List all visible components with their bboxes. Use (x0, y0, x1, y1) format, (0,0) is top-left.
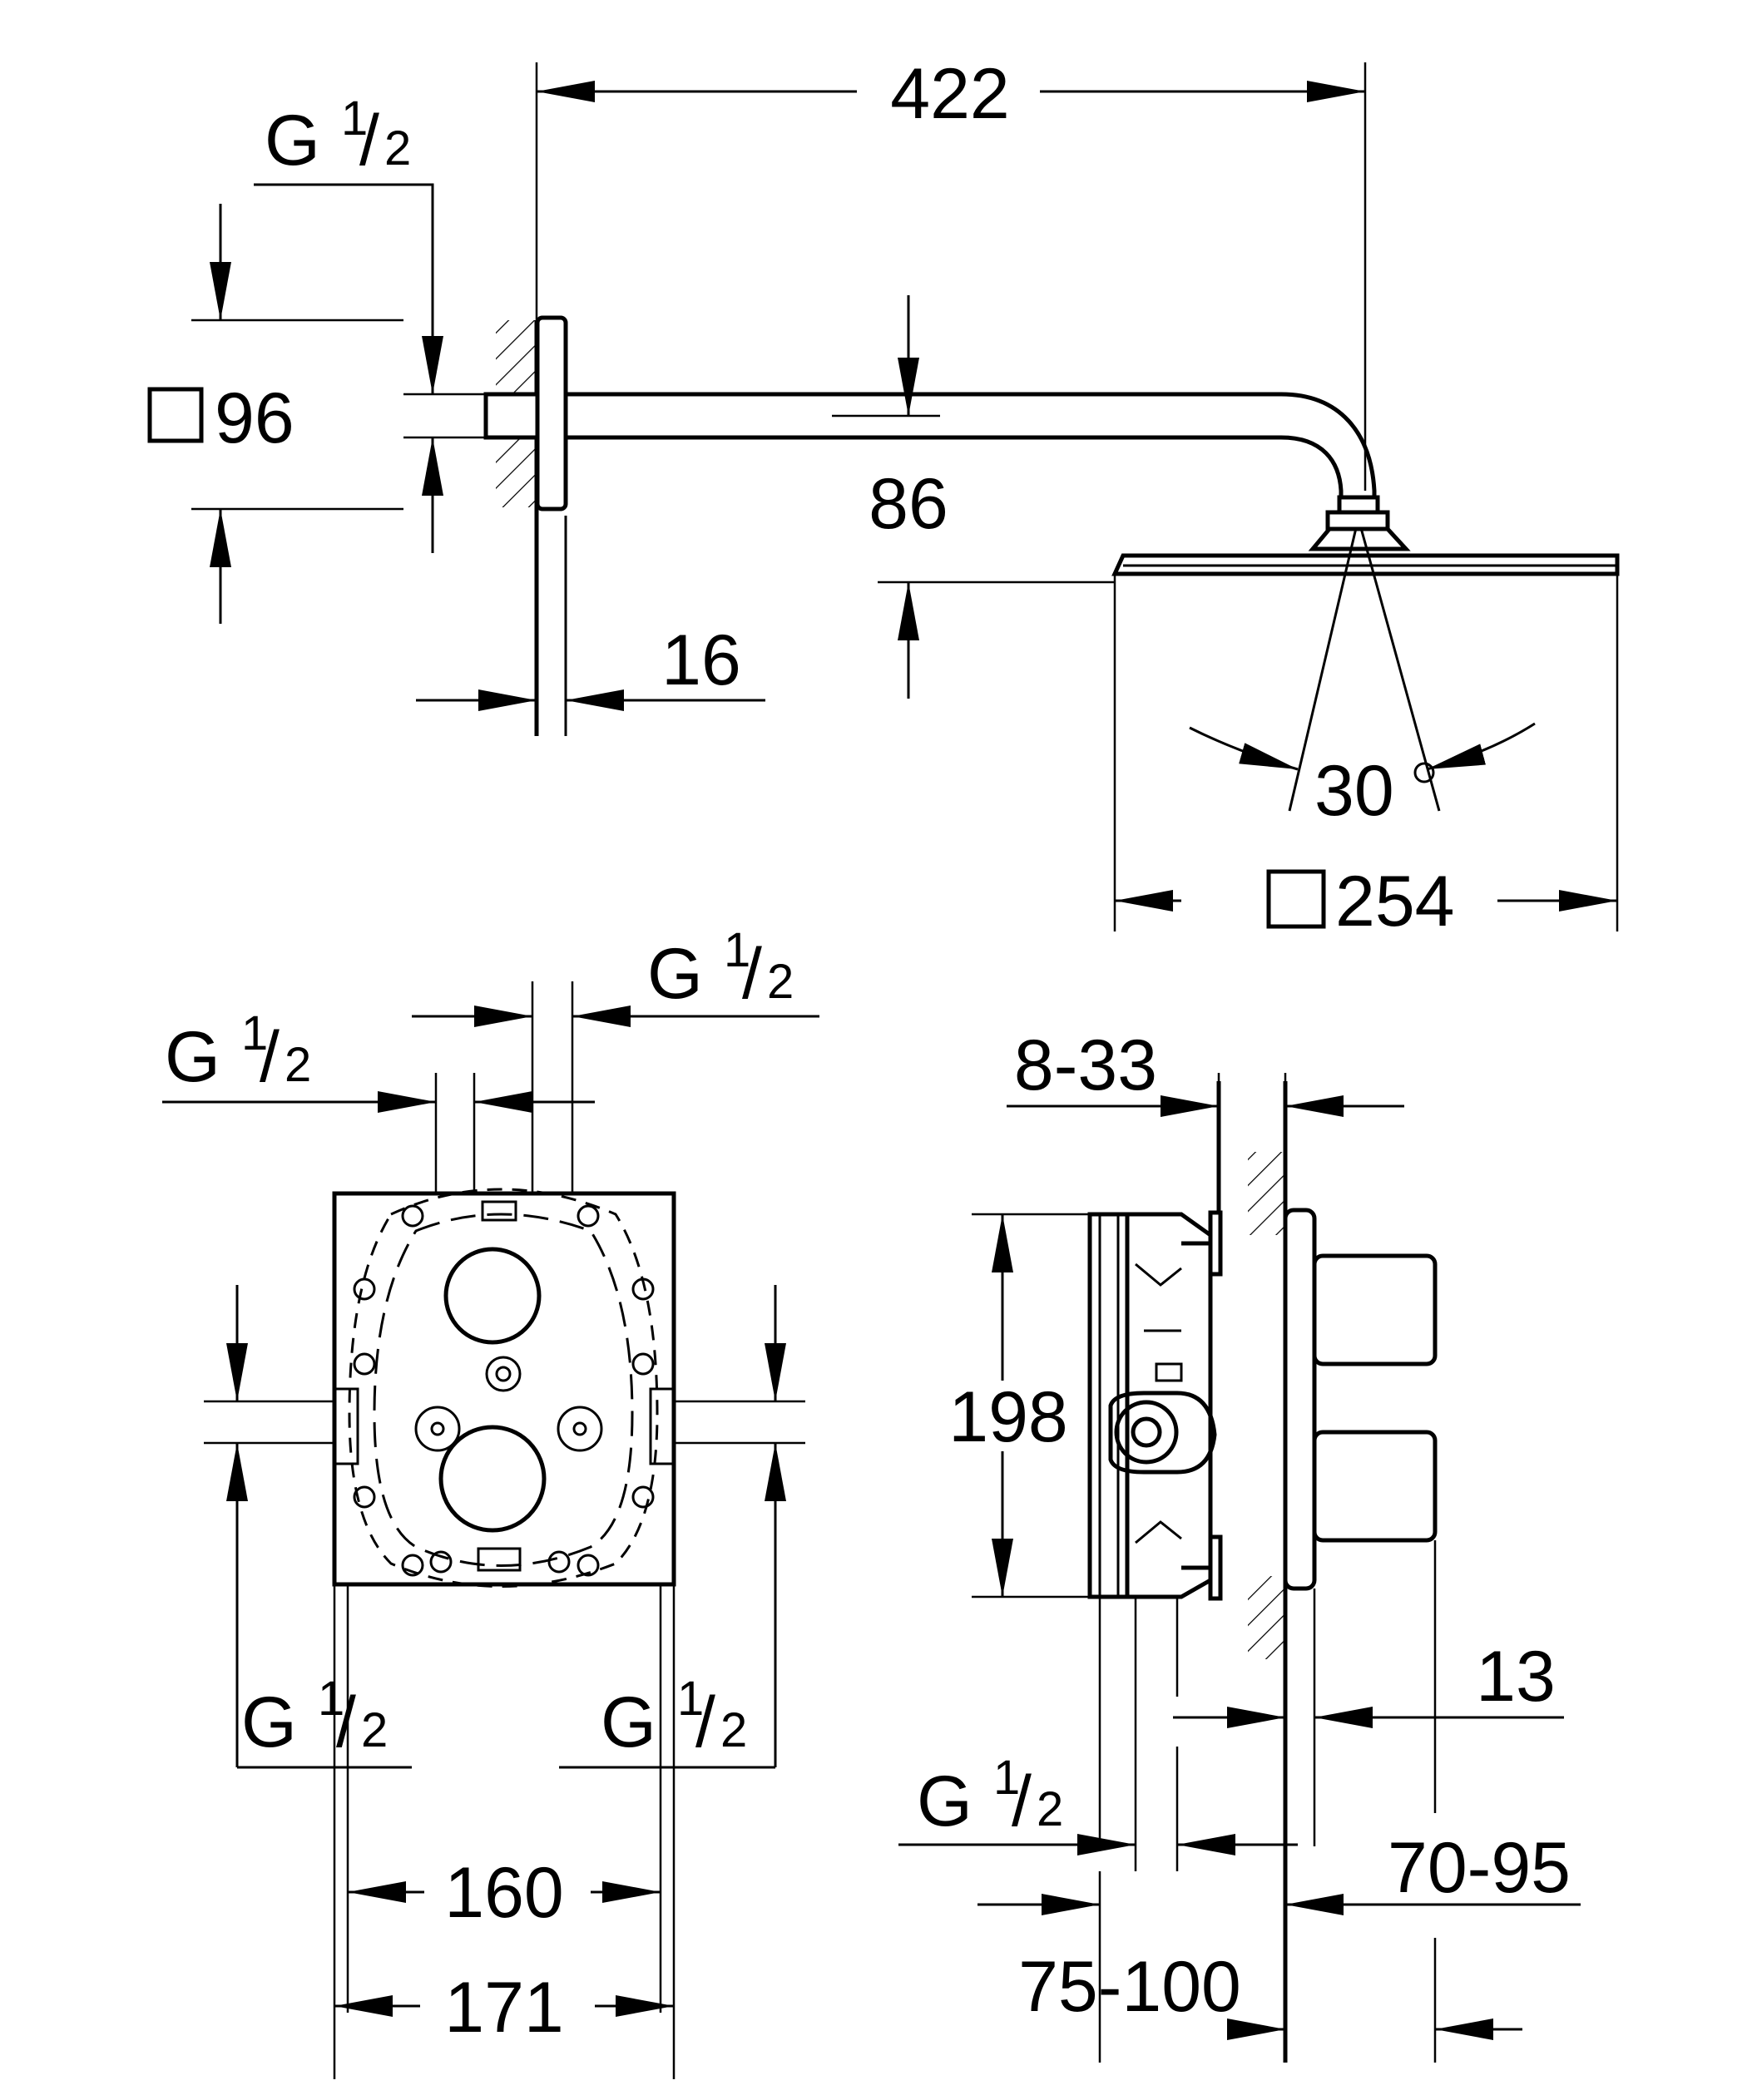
svg-text:/: / (359, 101, 379, 180)
spray-angle-label: 30 (1314, 751, 1394, 831)
spray-line (1288, 527, 1358, 812)
svg-text:G: G (917, 1762, 973, 1841)
arm-height-label: 86 (869, 464, 948, 544)
outer-width-label: 171 (444, 1968, 564, 2048)
svg-text:1: 1 (993, 1751, 1020, 1805)
svg-text:/: / (260, 1017, 280, 1097)
thread-label: G 1 / 2 (601, 1672, 747, 1762)
svg-text:2: 2 (285, 1038, 311, 1092)
body-depth-label: 75-100 (1018, 1947, 1241, 2027)
svg-text:1: 1 (341, 91, 368, 146)
shower-arm-view: 422 30 254 (147, 54, 1620, 941)
thread-leader (254, 183, 443, 394)
box-body (1098, 1213, 1120, 1598)
head-connector (1325, 510, 1390, 531)
inner-width-label: 160 (444, 1853, 564, 1933)
angle-arrow (1426, 722, 1536, 771)
head-connector (1337, 495, 1380, 515)
wall-offset-label: 16 (661, 620, 741, 700)
wall-bracket (1208, 1210, 1223, 1277)
upper-handle (1312, 1253, 1438, 1366)
cover-plate (1283, 1208, 1317, 1591)
left-fitting (430, 1421, 445, 1436)
svg-text:2: 2 (767, 955, 794, 1009)
wall-flange (535, 315, 568, 511)
upper-valve (443, 1247, 542, 1345)
thread-label: G 1 / 2 (647, 923, 794, 1014)
thread-label: G 1 / 2 (241, 1672, 388, 1762)
right-fitting (572, 1421, 587, 1436)
svg-text:G: G (265, 101, 320, 180)
shower-head (1111, 553, 1620, 576)
svg-text:2: 2 (1037, 1782, 1063, 1836)
flange-square-label: 96 (215, 378, 294, 458)
right-fitting (557, 1406, 603, 1452)
handle-depth-label: 70-95 (1388, 1828, 1571, 1908)
head-square-label: 254 (1335, 862, 1455, 941)
box-body (1127, 1212, 1213, 1599)
mounting-screws (353, 1200, 655, 1577)
svg-text:G: G (601, 1682, 656, 1762)
mounting-frame (373, 1213, 634, 1567)
wall-hatch (1248, 1152, 1285, 1235)
center-screw (495, 1366, 512, 1382)
svg-text:2: 2 (361, 1703, 388, 1757)
svg-text:G: G (165, 1017, 220, 1097)
svg-text:1: 1 (318, 1672, 344, 1726)
lower-handle (1312, 1430, 1438, 1543)
svg-text:1: 1 (677, 1672, 704, 1726)
svg-text:/: / (1012, 1762, 1032, 1841)
svg-text:/: / (336, 1682, 356, 1762)
svg-text:2: 2 (384, 121, 411, 175)
shower-arm (566, 392, 1377, 499)
svg-text:G: G (647, 934, 703, 1014)
left-fitting (414, 1406, 461, 1452)
lower-valve (438, 1425, 547, 1533)
outlet-port (1114, 1400, 1179, 1465)
svg-text:/: / (742, 934, 762, 1014)
svg-text:G: G (241, 1682, 297, 1762)
arm-length-label: 422 (890, 54, 1010, 134)
thread-label: G 1 / 2 (917, 1751, 1063, 1841)
head-connector (1308, 526, 1411, 551)
mounting-frame (348, 1188, 659, 1588)
wall-hatch (1248, 1576, 1285, 1659)
svg-text:2: 2 (720, 1703, 747, 1757)
side-connection (333, 1387, 359, 1465)
angle-arrow (1189, 726, 1299, 771)
center-screw (485, 1356, 522, 1392)
outlet-port (1131, 1416, 1162, 1448)
thread-label: G 1 / 2 (165, 1006, 311, 1097)
side-connection (649, 1387, 676, 1465)
box-detail (1155, 1362, 1183, 1382)
wall-range-label: 8-33 (1014, 1025, 1157, 1105)
shower-arm (566, 435, 1344, 499)
thermostat-side-view: 8-33 198 13 G 1 / 2 70-95 (898, 1025, 1581, 2063)
svg-text:1: 1 (241, 1006, 268, 1060)
svg-text:1: 1 (724, 923, 750, 977)
thread-label: G 1 / 2 (265, 91, 411, 180)
plate-offset-label: 13 (1476, 1637, 1556, 1717)
wall-bracket (1208, 1534, 1223, 1601)
box-detail (1135, 1262, 1182, 1544)
degree-symbol (1413, 762, 1435, 783)
svg-text:/: / (695, 1682, 715, 1762)
wall-connector (483, 392, 540, 440)
outlet-port (1108, 1391, 1217, 1475)
height-label: 198 (948, 1377, 1068, 1457)
square-symbol (147, 387, 204, 443)
square-symbol (1266, 869, 1326, 929)
thermostat-front-view: G 1 / 2 G 1 / 2 G 1 / 2 G (162, 923, 819, 2079)
